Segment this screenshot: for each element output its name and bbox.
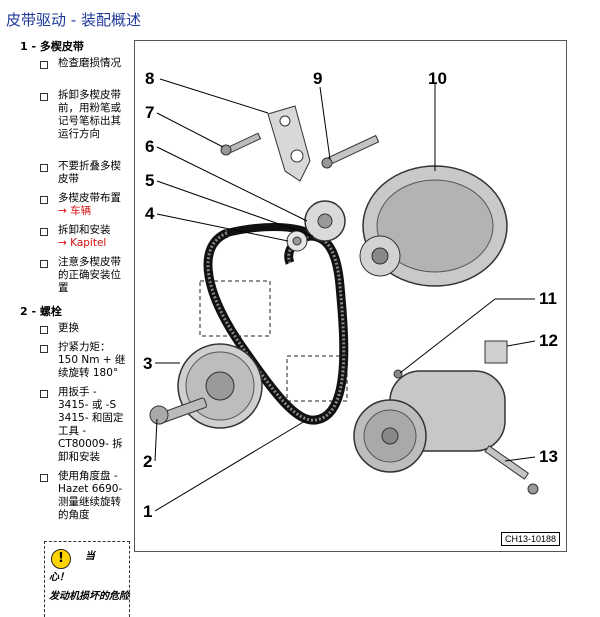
callout-13: 13	[539, 447, 558, 466]
item-2-bullets: 更换 拧紧力矩：150 Nm + 继续旋转 180° 用扳手 - 3415- 或…	[40, 322, 130, 528]
callout-7: 7	[145, 103, 154, 122]
callout-5: 5	[145, 171, 154, 190]
kapitel-link[interactable]: → Kapitel	[58, 237, 107, 249]
list-item: 拆卸多楔皮带前，用粉笔或记号笔标出其运行方向	[40, 89, 130, 154]
callout-10: 10	[428, 69, 447, 88]
crankshaft-pulley	[177, 343, 263, 429]
exclamation-warning-icon: !	[51, 549, 71, 569]
callout-11: 11	[539, 289, 557, 308]
list-item: 多楔皮带布置 → 车辆	[40, 192, 130, 218]
list-item: 更换	[40, 322, 130, 335]
callout-12: 12	[539, 331, 558, 350]
callout-8: 8	[145, 69, 154, 88]
list-item: 拧紧力矩：150 Nm + 继续旋转 180°	[40, 341, 130, 380]
ac-compressor	[353, 340, 508, 473]
caution-notice: ! 当 心！ 发动机损坏的危险	[44, 541, 130, 617]
list-item: 用扳手 - 3415- 或 -S 3415- 和固定工具 - CT80009- …	[40, 386, 130, 464]
figure-code: CH13-10188	[500, 532, 560, 546]
idler-pulleys	[286, 200, 346, 252]
vehicle-link[interactable]: → 车辆	[58, 205, 92, 217]
callout-2: 2	[143, 452, 152, 471]
compressor-bolt-13	[484, 445, 539, 495]
callout-3: 3	[143, 354, 152, 373]
callout-1: 1	[143, 502, 152, 521]
belt-drive-figure: 8 7 6 5 4 9 10 11 12 13 3 2 1 CH13-10188	[134, 40, 567, 552]
item-1-bullets: 检查磨损情况 拆卸多楔皮带前，用粉笔或记号笔标出其运行方向 不要折叠多楔皮带 多…	[40, 57, 130, 301]
compressor-bolt-11	[393, 369, 403, 379]
callout-6: 6	[145, 137, 154, 156]
pulley-bolt	[149, 397, 208, 425]
page-title: 皮带驱动 - 装配概述	[6, 11, 141, 29]
item-1-heading: 1 - 多楔皮带	[20, 40, 84, 53]
tensioner-assembly	[220, 105, 311, 182]
callout-9: 9	[313, 69, 322, 88]
callout-4: 4	[145, 204, 155, 223]
caution-text: 发动机损坏的危险	[49, 591, 129, 602]
list-item: 使用角度盘 - Hazet 6690- 测量继续旋转的角度	[40, 470, 130, 522]
list-item: 拆卸和安装→ Kapitel	[40, 224, 130, 250]
alternator-bolt	[321, 134, 380, 169]
caution-word-1: 当	[85, 551, 95, 562]
caution-word-2: 心！	[49, 572, 69, 583]
alternator	[359, 165, 508, 287]
callout-leaders	[154, 78, 536, 512]
list-item: 检查磨损情况	[40, 57, 130, 83]
list-item: 不要折叠多楔皮带	[40, 160, 130, 186]
exploded-view-illustration: 8 7 6 5 4 9 10 11 12 13 3 2 1	[143, 69, 558, 521]
item-2-heading: 2 - 螺栓	[20, 305, 62, 318]
list-item: 注意多楔皮带的正确安装位置	[40, 256, 130, 295]
